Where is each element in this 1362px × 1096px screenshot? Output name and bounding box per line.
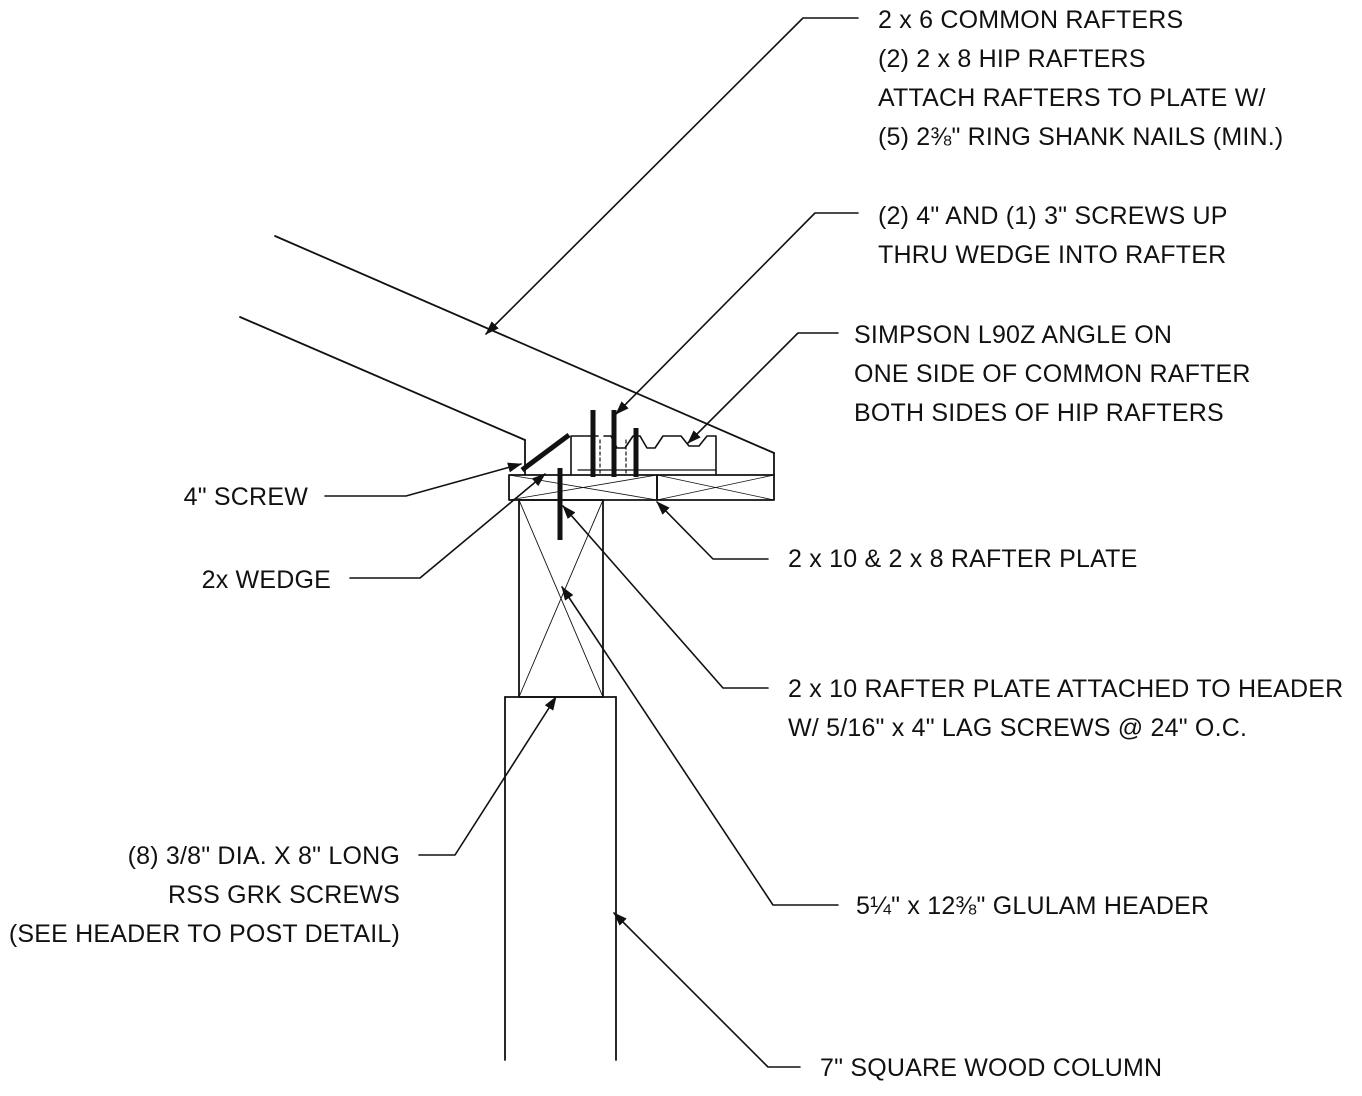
leader-lines — [325, 18, 858, 1067]
callout-screws-up-line-1: (2) 4" AND (1) 3" SCREWS UP — [878, 202, 1228, 230]
leader-angle — [688, 333, 838, 443]
callout-angle: SIMPSON L90Z ANGLE ON ONE SIDE OF COMMON… — [854, 316, 1251, 433]
callout-screws-up-line-2: THRU WEDGE INTO RAFTER — [878, 241, 1227, 269]
leader-four-inch-screw — [325, 462, 522, 496]
rafter-lines — [240, 236, 774, 475]
callout-angle-line-3: BOTH SIDES OF HIP RAFTERS — [854, 399, 1224, 427]
rafter-plate — [509, 475, 774, 500]
callout-rafter-plate-text: 2 x 10 & 2 x 8 RAFTER PLATE — [788, 545, 1138, 573]
leader-rafters — [486, 18, 858, 334]
callout-plate-attached: 2 x 10 RAFTER PLATE ATTACHED TO HEADER W… — [788, 670, 1343, 748]
callout-angle-line-2: ONE SIDE OF COMMON RAFTER — [854, 360, 1251, 388]
callout-wedge-text: 2x WEDGE — [201, 566, 331, 594]
callout-grk-screws-line-3: (SEE HEADER TO POST DETAIL) — [8, 920, 400, 948]
callout-column: 7" SQUARE WOOD COLUMN — [820, 1049, 1162, 1088]
callout-rafters-line-4: (5) 2⅜" RING SHANK NAILS (MIN.) — [878, 123, 1284, 151]
leader-column — [614, 913, 800, 1067]
leader-glulam — [562, 586, 838, 905]
leader-grk-screws — [419, 696, 556, 855]
callout-plate-attached-line-1: 2 x 10 RAFTER PLATE ATTACHED TO HEADER — [788, 675, 1344, 703]
callout-angle-line-1: SIMPSON L90Z ANGLE ON — [854, 321, 1173, 349]
simpson-angle — [571, 436, 716, 475]
callout-rafters-line-2: (2) 2 x 8 HIP RAFTERS — [878, 45, 1146, 73]
callout-grk-screws-line-1: (8) 3/8" DIA. X 8" LONG — [127, 842, 400, 870]
callout-column-text: 7" SQUARE WOOD COLUMN — [820, 1054, 1163, 1082]
callout-grk-screws-line-2: RSS GRK SCREWS — [168, 881, 400, 909]
callout-plate-attached-line-2: W/ 5/16" x 4" LAG SCREWS @ 24" O.C. — [788, 714, 1248, 742]
leader-screws-up — [616, 213, 858, 414]
nails — [600, 440, 626, 475]
callout-rafters-line-3: ATTACH RAFTERS TO PLATE W/ — [878, 84, 1266, 112]
callout-glulam-text: 5¼" x 12⅜" GLULAM HEADER — [856, 892, 1210, 920]
callout-glulam: 5¼" x 12⅜" GLULAM HEADER — [856, 887, 1209, 926]
leader-plate-attached — [563, 506, 768, 688]
leader-rafter-plate — [657, 502, 768, 559]
callout-four-inch-screw-text: 4" SCREW — [183, 483, 308, 511]
callout-wedge: 2x WEDGE — [202, 561, 331, 600]
leader-wedge — [350, 474, 545, 578]
callout-rafters: 2 x 6 COMMON RAFTERS (2) 2 x 8 HIP RAFTE… — [878, 1, 1283, 157]
callout-grk-screws: (8) 3/8" DIA. X 8" LONG RSS GRK SCREWS (… — [9, 837, 400, 954]
fasteners — [522, 410, 636, 540]
callout-screws-up: (2) 4" AND (1) 3" SCREWS UP THRU WEDGE I… — [878, 197, 1228, 275]
callout-rafter-plate: 2 x 10 & 2 x 8 RAFTER PLATE — [788, 540, 1138, 579]
callout-rafters-line-1: 2 x 6 COMMON RAFTERS — [878, 6, 1184, 34]
callout-four-inch-screw: 4" SCREW — [184, 478, 308, 517]
